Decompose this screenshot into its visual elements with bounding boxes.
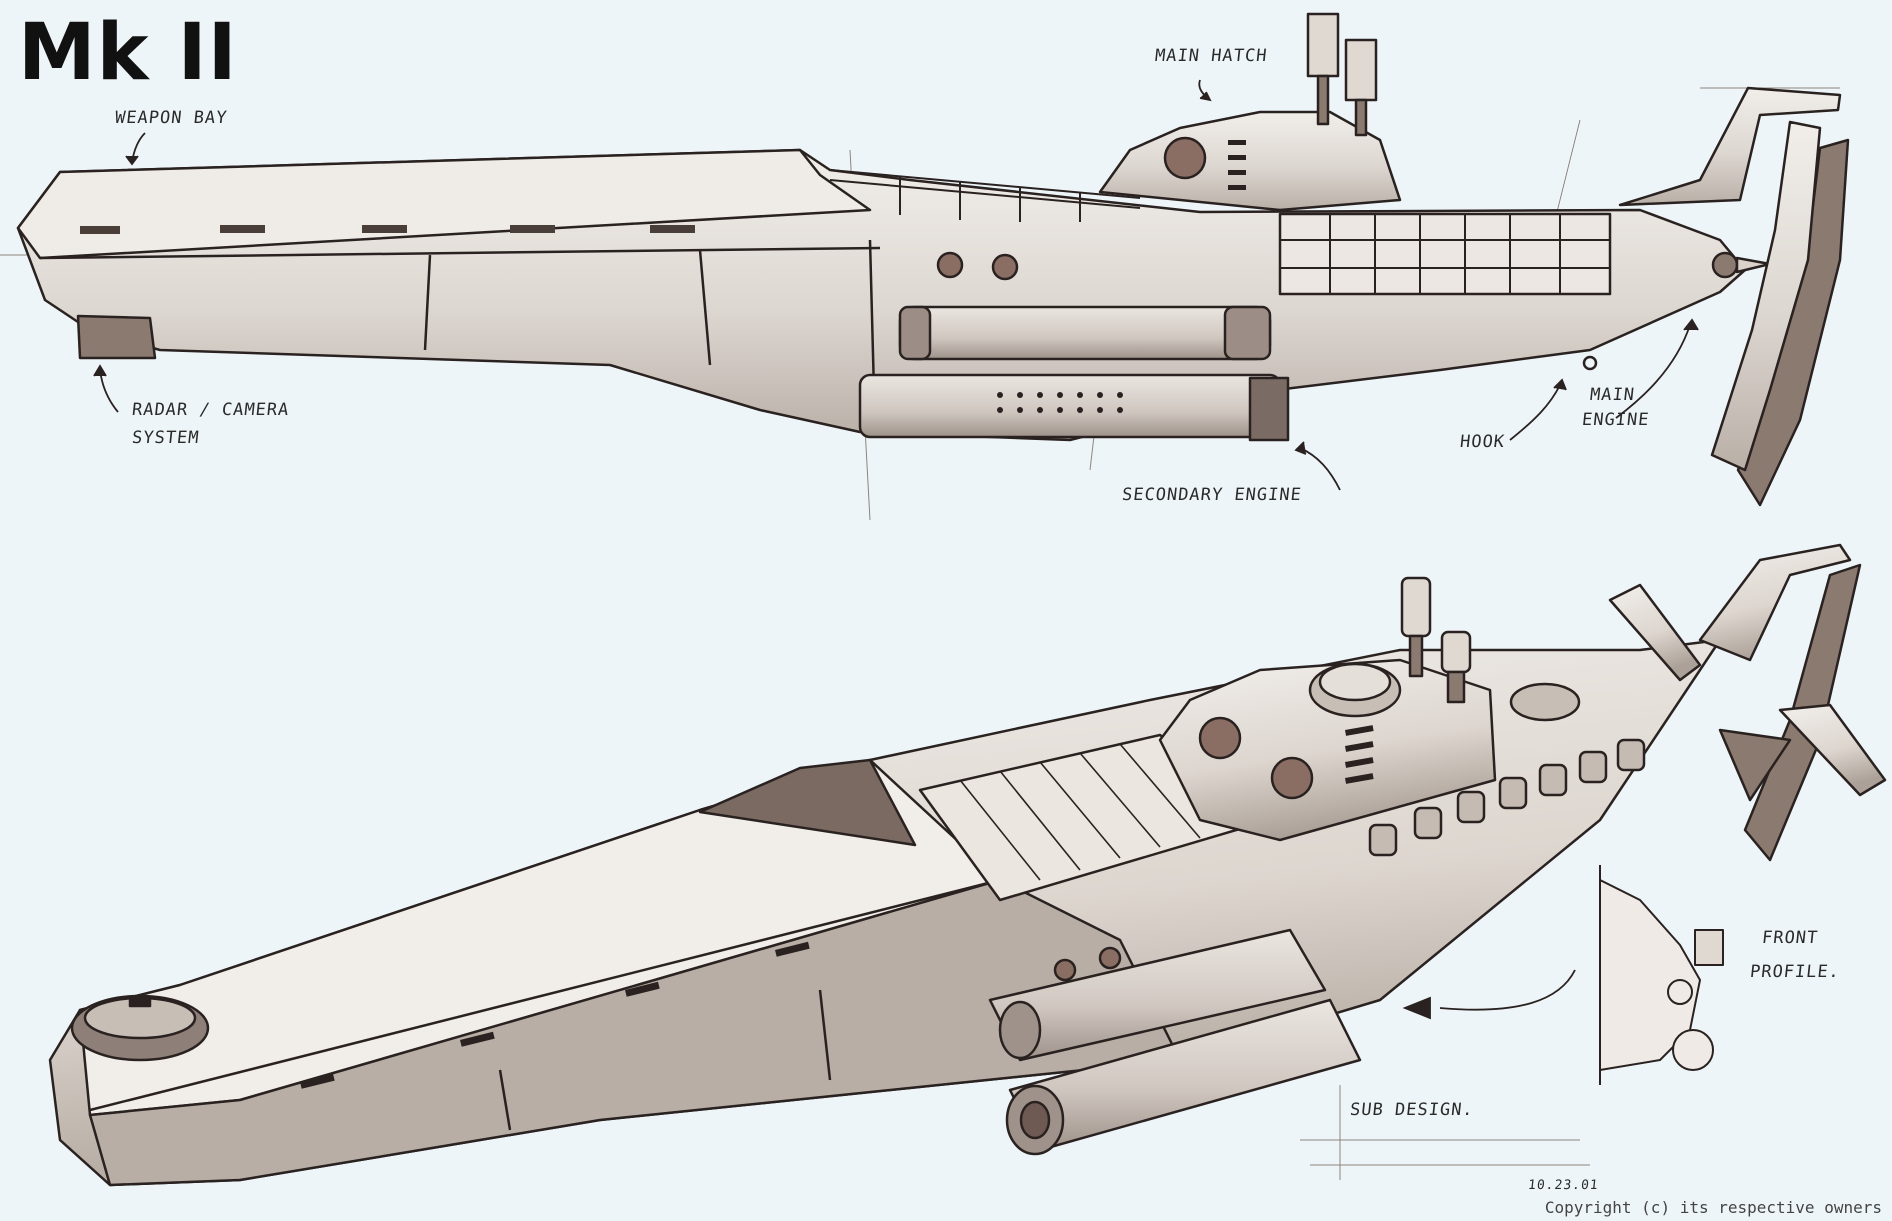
label-profile: PROFILE. — [1748, 962, 1841, 982]
label-weapon-bay: WEAPON BAY — [113, 108, 229, 128]
label-hook: HOOK — [1458, 432, 1507, 452]
copyright-notice: Copyright (c) its respective owners — [1544, 1198, 1882, 1217]
leader-arrows — [93, 79, 1699, 1020]
signature-date: 10.23.01 — [1527, 1178, 1600, 1193]
page-title: Mk II — [18, 8, 238, 98]
label-secondary-engine: SECONDARY ENGINE — [1120, 485, 1303, 505]
grille — [1280, 214, 1610, 294]
label-main: MAIN — [1588, 385, 1637, 405]
missile-tubes — [1368, 738, 1646, 857]
label-main-hatch: MAIN HATCH — [1153, 46, 1269, 66]
label-front: FRONT — [1760, 928, 1820, 948]
label-sub-design: SUB DESIGN. — [1348, 1100, 1475, 1120]
label-radar-camera: RADAR / CAMERA — [130, 400, 291, 420]
secondary-engine-vents — [997, 392, 1123, 413]
deck-railing — [829, 169, 1141, 222]
label-engine: ENGINE — [1580, 410, 1651, 430]
side-view — [0, 12, 1850, 521]
perspective-view — [48, 543, 1887, 1187]
weapon-slots-perspective — [299, 941, 810, 1089]
deck-grating — [959, 743, 1201, 881]
weapon-bay-slots — [80, 225, 695, 234]
perspective-construction — [1300, 1085, 1590, 1180]
label-system: SYSTEM — [130, 428, 201, 448]
front-profile-inset — [1599, 865, 1724, 1085]
